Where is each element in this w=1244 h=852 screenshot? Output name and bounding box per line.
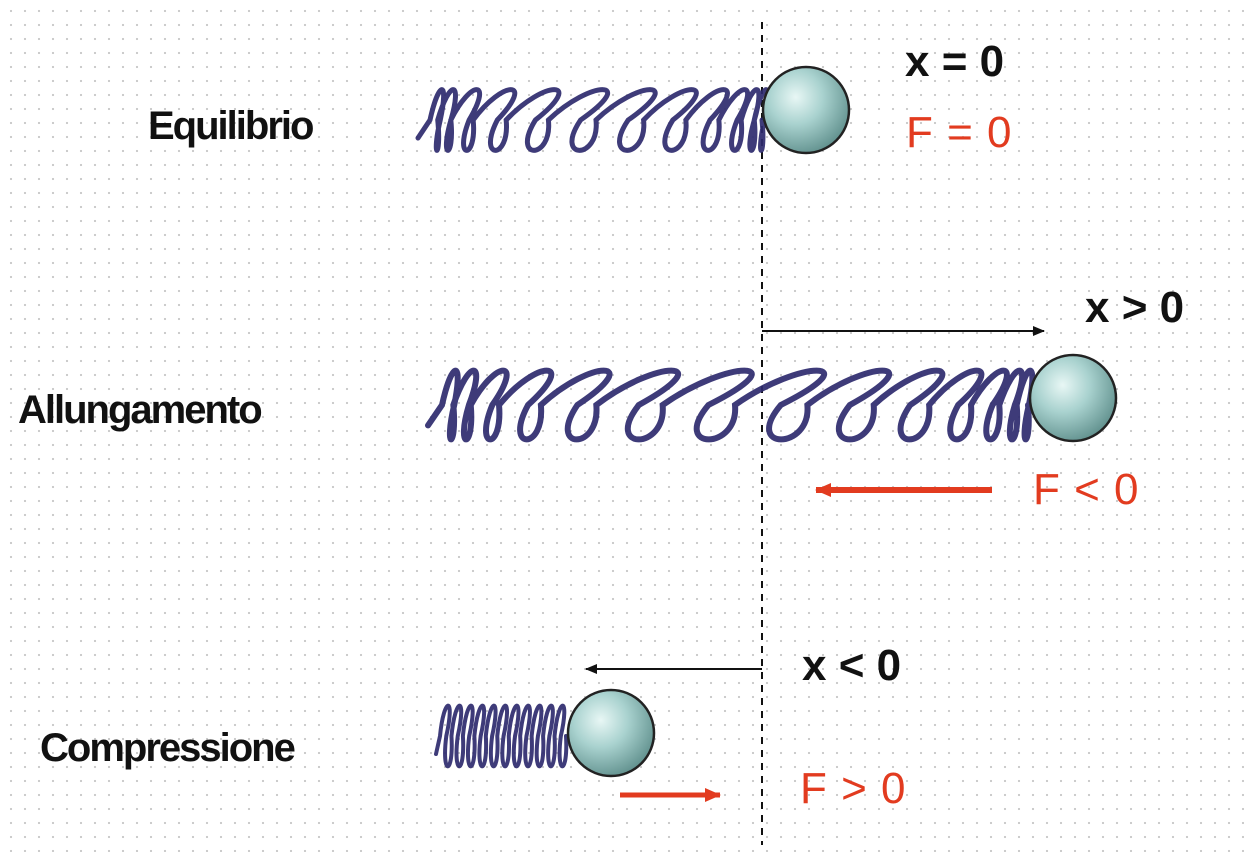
- label-compression: Compressione: [40, 726, 296, 770]
- x-label-stretch: x > 0: [1085, 283, 1185, 332]
- mass-equilibrium: [761, 65, 851, 155]
- f-label-stretch: F < 0: [1033, 465, 1140, 514]
- mass-compressed: [566, 688, 656, 778]
- x-label-compression: x < 0: [802, 641, 902, 690]
- spring-compressed: [434, 703, 569, 769]
- spring-stretched: [425, 367, 1036, 443]
- label-equilibrium: Equilibrio: [148, 104, 314, 148]
- f-label-compression: F > 0: [800, 764, 907, 813]
- x-label-equilibrium: x = 0: [905, 37, 1005, 86]
- label-stretch: Allungamento: [18, 388, 263, 432]
- spring-equilibrium: [415, 87, 771, 153]
- f-label-equilibrium: F = 0: [906, 108, 1013, 157]
- mass-stretched: [1028, 353, 1118, 443]
